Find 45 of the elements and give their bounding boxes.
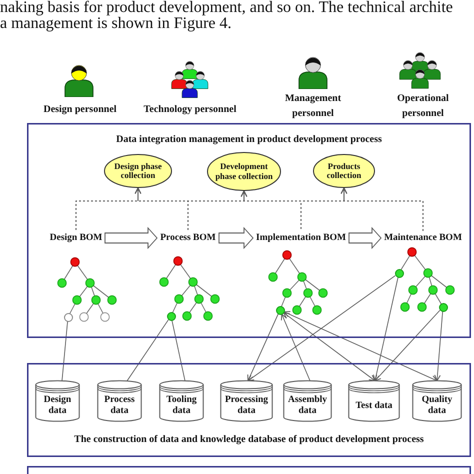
- bom-label: Implementation BOM: [256, 231, 346, 245]
- role-label: Management personnel: [284, 92, 342, 121]
- role-label: Operational personnel: [396, 92, 450, 121]
- connector-line: [172, 320, 186, 382]
- database-cylinder: Quality data: [412, 380, 462, 422]
- tree-node-circle: [64, 312, 72, 322]
- collection-ellipse: Design phase collection: [104, 154, 172, 188]
- database-cylinder: Tooling data: [159, 380, 204, 422]
- outlined-panel: [27, 363, 471, 457]
- database-cylinder: Process data: [97, 380, 142, 422]
- tree-node-circle: [438, 302, 448, 312]
- tree-node-circle: [276, 306, 284, 314]
- block-arrow: [104, 226, 158, 250]
- arrow: [248, 275, 396, 382]
- database-cylinder: Test data: [348, 380, 400, 422]
- bom-label: Maintenance BOM: [384, 231, 462, 245]
- block-arrow: [348, 226, 382, 250]
- body-text: a management is shown in Figure 4.: [0, 16, 232, 32]
- arrow: [280, 314, 310, 382]
- body-text: naking basis for product development, and so on. The technical archite: [0, 0, 453, 16]
- outlined-panel: [27, 466, 471, 474]
- role-label: Technology personnel: [144, 103, 236, 117]
- connector-line: [62, 321, 68, 382]
- arrow: [373, 277, 398, 382]
- arrow: [434, 311, 444, 382]
- collection-ellipse: Development phase collection: [207, 152, 281, 191]
- role-label: Design personnel: [43, 103, 117, 117]
- connector-line: [126, 319, 169, 382]
- database-cylinder: Processing data: [220, 380, 273, 422]
- collection-ellipse: Products collection: [313, 154, 375, 188]
- database-cylinder: Assembly data: [283, 380, 332, 422]
- dashed-arrow: [340, 188, 424, 232]
- outlined-panel: [27, 123, 471, 338]
- tree-node-circle: [166, 312, 176, 320]
- database-cylinder: Design data: [35, 380, 80, 422]
- panel-title: Data integration management in product development process: [116, 133, 382, 146]
- block-arrow: [218, 226, 254, 250]
- tree-node-circle: [394, 268, 404, 278]
- bom-label: Design BOM: [50, 231, 102, 245]
- arrow: [284, 311, 438, 382]
- panel-title: The construction of data and knowledge database of product development process: [74, 433, 424, 446]
- arrow: [247, 314, 279, 382]
- arrow: [283, 312, 376, 382]
- bom-label: Process BOM: [160, 231, 216, 245]
- arrow: [374, 310, 440, 382]
